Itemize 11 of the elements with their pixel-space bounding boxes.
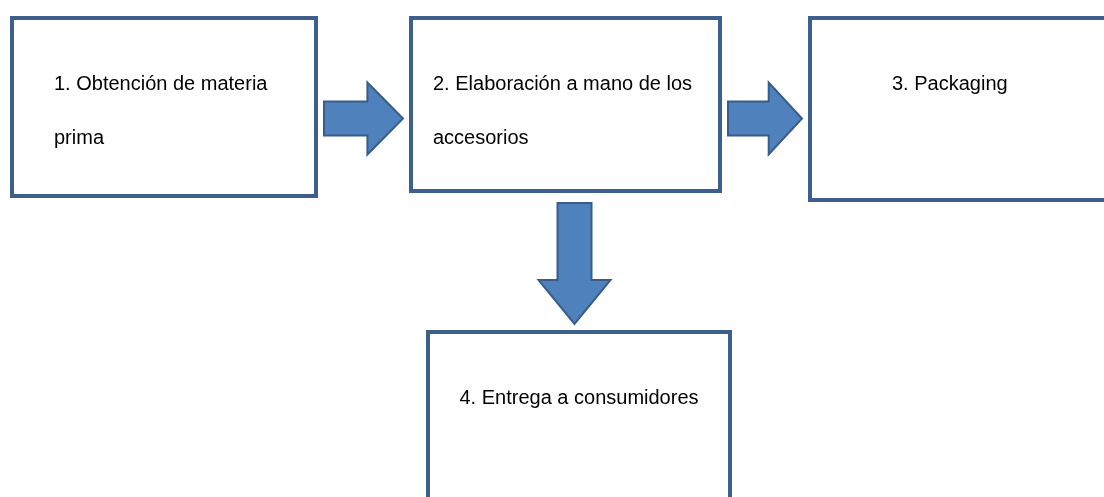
process-box <box>10 16 318 198</box>
process-box <box>808 16 1104 202</box>
process-box <box>409 16 722 193</box>
block-arrow <box>727 79 804 158</box>
box-text: 3. Packaging <box>892 71 1009 96</box>
box-text: 4. Entrega a consumidores <box>458 385 700 410</box>
box-text: 1. Obtención de materia prima <box>54 71 269 150</box>
block-arrow <box>323 80 405 157</box>
block-arrow <box>536 202 613 326</box>
box-text: 2. Elaboración a mano de los accesorios <box>433 71 694 150</box>
process-box <box>426 330 732 497</box>
